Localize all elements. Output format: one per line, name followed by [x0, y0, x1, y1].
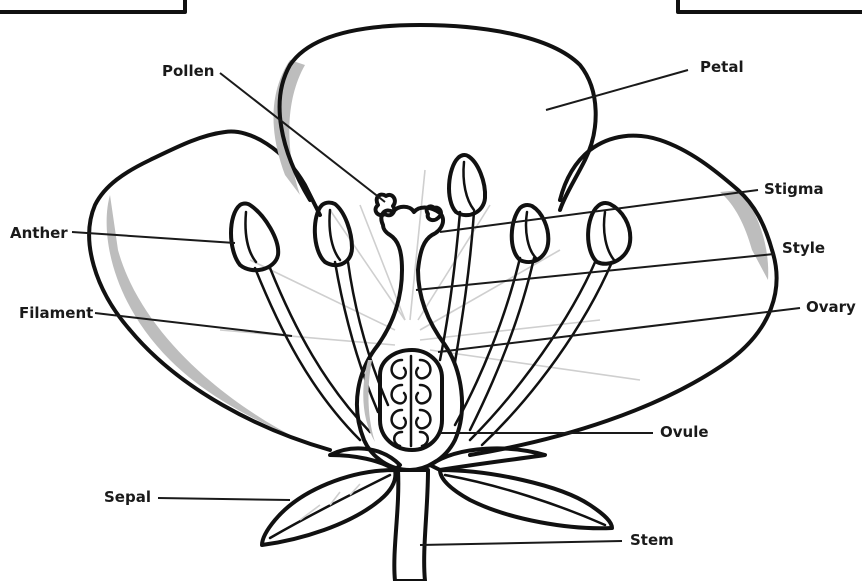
label-ovule: Ovule	[660, 423, 709, 441]
right-petal	[470, 136, 777, 455]
top-left-frame	[0, 0, 185, 12]
label-stem: Stem	[630, 531, 674, 549]
back-petal	[274, 25, 596, 210]
label-ovary: Ovary	[806, 298, 856, 316]
label-petal: Petal	[700, 58, 744, 76]
label-anther: Anther	[10, 224, 68, 242]
label-filament: Filament	[19, 304, 93, 322]
stem-shape	[394, 470, 428, 581]
label-sepal: Sepal	[104, 488, 151, 506]
pistil	[357, 207, 462, 470]
leader-lines	[72, 70, 800, 545]
label-pollen: Pollen	[162, 62, 214, 80]
petal-veins	[220, 170, 640, 380]
top-right-frame	[678, 0, 862, 12]
label-stigma: Stigma	[764, 180, 824, 198]
label-style: Style	[782, 239, 825, 257]
ovules	[392, 356, 431, 446]
